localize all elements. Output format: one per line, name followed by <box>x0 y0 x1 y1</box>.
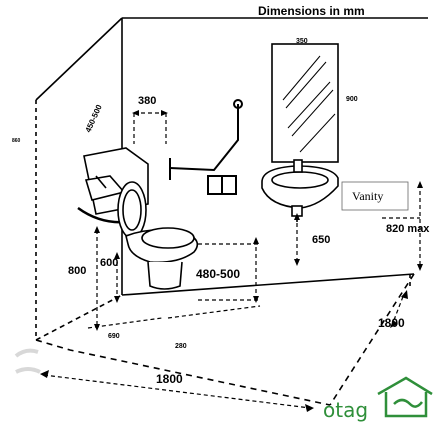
dimension-lines <box>43 112 421 409</box>
watermark: otag <box>14 348 433 422</box>
basin <box>261 159 339 222</box>
toilet-seat-height-label: 480-500 <box>196 267 240 281</box>
toilet <box>77 147 199 290</box>
toilet-floor-width-label: 280 <box>175 343 187 350</box>
house-logo-icon <box>377 376 433 418</box>
room-depth-label: 1800 <box>378 316 405 330</box>
wall-height-label: 860 <box>12 138 21 144</box>
room-width-label: 1800 <box>156 372 183 386</box>
diagram-title: Dimensions in mm <box>258 4 365 18</box>
wall-grab-bars <box>169 99 243 195</box>
mirror-height-label: 900 <box>346 96 358 103</box>
mirror <box>271 43 339 163</box>
vanity-label: Vanity <box>352 189 383 203</box>
toilet-center-label: 690 <box>108 333 120 340</box>
basin-height-label: 820 max <box>386 223 430 235</box>
vanity-label-box: Vanity <box>341 181 409 211</box>
basin-clearance-label: 650 <box>312 234 330 246</box>
mirror-width-label: 350 <box>296 38 308 45</box>
watermark-text: otag <box>323 398 368 422</box>
toilet-rail-height-label: 600 <box>100 257 118 269</box>
grab-bar-distance-label: 380 <box>138 95 156 107</box>
arrowheads <box>40 110 423 412</box>
cistern-height-label: 800 <box>68 265 86 277</box>
grab-bar-height-label: 450-500 <box>84 103 104 134</box>
